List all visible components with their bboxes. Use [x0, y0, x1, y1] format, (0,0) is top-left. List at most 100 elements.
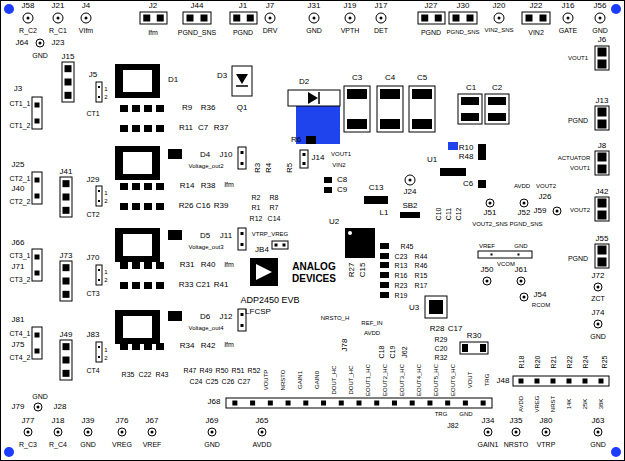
silkscreen-label: 2 [104, 355, 107, 361]
silkscreen-label: R41 [214, 281, 229, 289]
silkscreen-label: C9 [337, 186, 347, 194]
silkscreen-label: J66 [12, 239, 25, 247]
test-point [24, 428, 32, 436]
smd-pad [132, 125, 140, 132]
test-point [512, 428, 520, 436]
pin-header [513, 376, 609, 386]
capacitor-pad [461, 97, 479, 105]
silkscreen-label: J19 [344, 2, 357, 10]
silkscreen-label: J62 [401, 346, 408, 357]
silkscreen-label: R24 [582, 356, 589, 369]
silkscreen-label: J12 [220, 313, 233, 321]
test-point [486, 199, 494, 207]
test-point [23, 13, 33, 23]
capacitor-pad [380, 119, 400, 129]
silkscreen-label: VPTH [341, 27, 360, 34]
test-point [81, 13, 91, 23]
test-point [594, 428, 602, 436]
header-pad [518, 254, 520, 256]
pin-header [595, 197, 609, 221]
header-pad [241, 151, 244, 154]
silkscreen-label: R48 [459, 153, 474, 161]
silkscreen-label: VIN2_SNS [484, 27, 513, 33]
silkscreen-label: R46 [415, 262, 428, 269]
mounting-hole [611, 447, 621, 457]
silkscreen-label: Voltage_out3 [188, 244, 223, 250]
silkscreen-label: R5 [286, 163, 294, 173]
smd-pad [364, 196, 388, 204]
pin-header [238, 309, 246, 331]
silkscreen-label: R21 [550, 356, 557, 369]
test-point [258, 428, 266, 436]
smd-pad [120, 125, 128, 132]
silkscreen-label: J17 [375, 2, 388, 10]
silkscreen-label: J68 [208, 398, 221, 406]
silkscreen-label: CT1_1 [9, 100, 30, 107]
test-point [553, 207, 561, 215]
silkscreen-label: J5 [89, 71, 97, 79]
silkscreen-label: R31 [180, 261, 195, 269]
silkscreen-label: J80 [540, 417, 553, 425]
smd-pad [120, 105, 128, 112]
smd-pad [132, 262, 140, 269]
test-point [405, 175, 415, 185]
silkscreen-label: J63 [592, 417, 605, 425]
test-point [594, 320, 602, 328]
header-pad [65, 65, 72, 72]
smd-pad [156, 183, 164, 190]
silkscreen-label: GND [32, 393, 48, 400]
smd-pad [156, 203, 164, 210]
silkscreen-label: C17 [448, 325, 463, 333]
silkscreen-label: VREG [112, 441, 132, 448]
test-point-hole [57, 431, 60, 434]
silkscreen-label: J35 [510, 417, 523, 425]
silkscreen-label: GATE [559, 27, 578, 34]
silkscreen-label: EOUT2_HC [382, 364, 388, 396]
silkscreen-label: DOUT_HC [348, 365, 354, 394]
header-pad [63, 180, 70, 187]
silkscreen-label: C23 [395, 253, 408, 260]
silkscreen-label: R19 [395, 292, 408, 299]
silkscreen-label: GND [590, 441, 606, 448]
silkscreen-label: 2 [104, 94, 107, 100]
capacitor-pad [412, 89, 432, 99]
silkscreen-label: 2 [104, 277, 107, 283]
header-pad [303, 153, 306, 156]
test-point-hole [349, 17, 352, 20]
pin-header [595, 151, 609, 175]
silkscreen-label: GND [592, 27, 608, 34]
smd-pad [480, 344, 486, 352]
silkscreen-label: C10 [435, 208, 442, 221]
silkscreen-label: J20 [493, 2, 506, 10]
smd-pad [120, 262, 128, 269]
silkscreen-label: NRSTO [504, 441, 528, 448]
test-point [520, 199, 528, 207]
silkscreen-label: J83 [87, 331, 100, 339]
test-point-hole [27, 431, 30, 434]
silkscreen-label: GAIN1 [297, 371, 303, 389]
diode-outline [232, 66, 252, 96]
silkscreen-label: CT1_2 [9, 122, 30, 129]
silkscreen-label: R44 [415, 253, 428, 260]
diode-pad [168, 311, 182, 321]
silkscreen-label: CT3_2 [9, 276, 30, 283]
silkscreen-label: R37 [214, 124, 229, 132]
silkscreen-label: Ifm [224, 181, 234, 188]
silkscreen-label: R22 [566, 356, 573, 369]
header-pad [598, 153, 607, 162]
solder-bridge [400, 212, 420, 218]
silkscreen-label: R1 [252, 204, 261, 211]
header-pad [598, 120, 607, 129]
test-point [54, 428, 62, 436]
silkscreen-label: ACTUATOR [558, 155, 590, 161]
silkscreen-label: C27 [238, 378, 251, 385]
silkscreen-label: R38 [201, 182, 216, 190]
silkscreen-label: NRSTO [280, 370, 286, 391]
silkscreen-label: Voltage_out4 [188, 325, 223, 331]
smd-pad [120, 203, 128, 210]
silkscreen-label: DET [374, 27, 388, 34]
silkscreen-label: C21 [196, 281, 211, 289]
silkscreen-label: VOUT2_SNS [472, 221, 508, 227]
pin-header [96, 82, 102, 102]
silkscreen-label: REF_IN [361, 320, 382, 326]
